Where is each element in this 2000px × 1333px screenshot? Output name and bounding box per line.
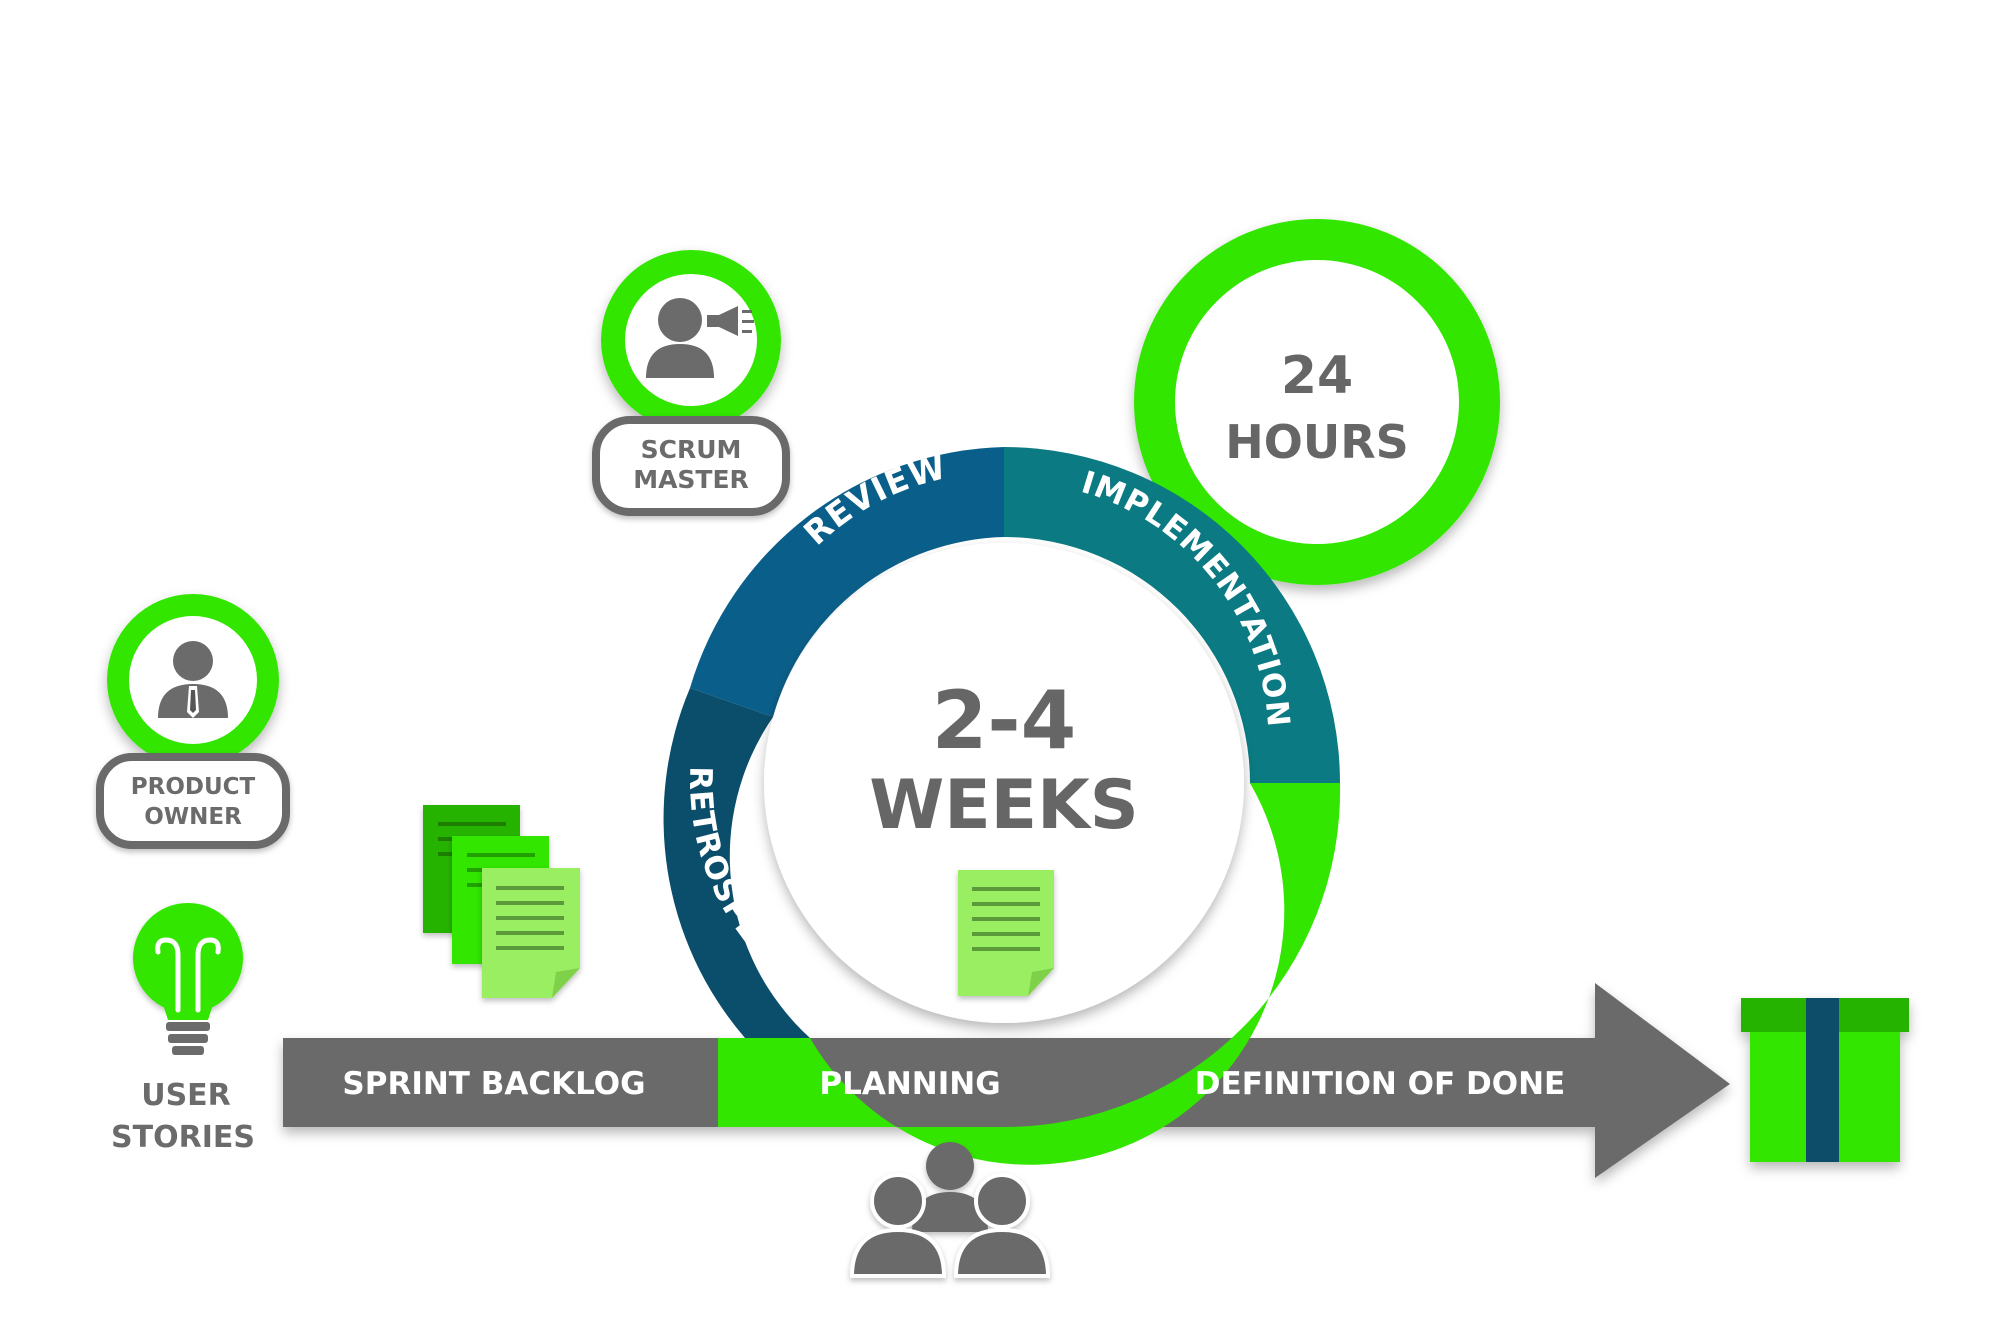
user-stories: USER STORIES — [111, 903, 255, 1155]
daily-cycle-inner — [1175, 260, 1459, 544]
document-icon — [958, 870, 1054, 996]
ring-segment-review — [690, 447, 1004, 717]
gift-box-icon — [1741, 998, 1909, 1162]
product-owner-label-line1: PRODUCT — [131, 774, 256, 800]
sprint-duration-unit: WEEKS — [869, 766, 1139, 845]
scrum-master-label-line1: SCRUM — [641, 435, 742, 464]
lightbulb-icon — [133, 903, 243, 1055]
scrum-master-badge — [592, 416, 790, 516]
timeline-arrow — [283, 983, 1730, 1178]
sprint-duration-range: 2-4 — [932, 674, 1077, 767]
ring-segment-planning — [718, 783, 1341, 1165]
team-icon — [849, 1142, 1051, 1278]
person-tie-icon — [158, 641, 228, 718]
sprint-cycle-center — [764, 543, 1244, 1023]
timeline-arrow-shape — [283, 983, 1730, 1178]
scrum-master: SCRUM MASTER — [592, 250, 790, 516]
product-owner: PRODUCT OWNER — [96, 594, 290, 849]
document-stack-icon — [423, 805, 580, 998]
product-owner-label-line2: OWNER — [144, 804, 242, 830]
product-owner-badge — [96, 753, 290, 849]
ring-segment-retrospect — [663, 688, 810, 1038]
definition-of-done-label: DEFINITION OF DONE — [1195, 1066, 1565, 1102]
scrum-master-label-line2: MASTER — [633, 465, 749, 494]
planning-label: PLANNING — [819, 1066, 1000, 1102]
user-stories-label-line1: USER — [141, 1078, 231, 1113]
daily-cycle: 24 HOURS — [1134, 219, 1500, 585]
daily-cycle-number: 24 — [1281, 346, 1353, 406]
scrum-master-inner — [625, 274, 757, 406]
person-megaphone-icon — [646, 298, 754, 378]
user-stories-label-line2: STORIES — [111, 1120, 255, 1155]
daily-cycle-unit: HOURS — [1225, 415, 1409, 469]
sprint-backlog-label: SPRINT BACKLOG — [342, 1066, 645, 1102]
ring-segment-implementation — [1004, 447, 1340, 783]
